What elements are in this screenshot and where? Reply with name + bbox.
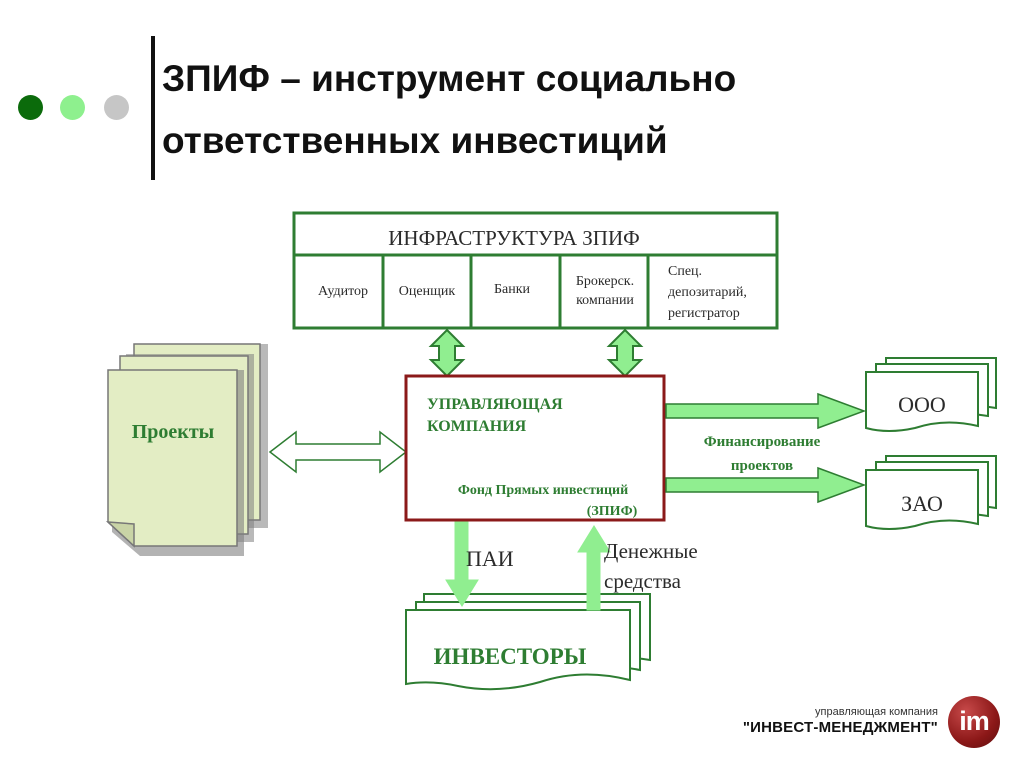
slide-title: ЗПИФ – инструмент социально ответственны… (162, 48, 982, 172)
title-dot-light-green (60, 95, 85, 120)
investors-document (405, 609, 631, 691)
investors-document-stack: ИНВЕСТОРЫ (405, 593, 651, 691)
investors-label: ИНВЕСТОРЫ (434, 644, 587, 669)
arrow-to-ooo (665, 392, 867, 430)
logo-name: "ИНВЕСТ-МЕНЕДЖМЕНТ" (742, 719, 938, 736)
link-arrow-left (428, 328, 466, 378)
money-label-line-1: Денежные (604, 539, 698, 563)
company-logo: управляющая компания "ИНВЕСТ-МЕНЕДЖМЕНТ" (743, 706, 938, 736)
money-label-line-2: средства (604, 569, 682, 593)
logo-caption: управляющая компания (815, 706, 938, 718)
projects-label: Проекты (132, 421, 215, 443)
infrastructure-table: ИНФРАСТРУКТУРА ЗПИФ Аудитор Оценщик Банк… (292, 211, 779, 330)
projects-page-front (107, 369, 238, 547)
management-title-line-2: КОМПАНИЯ (427, 418, 527, 435)
zao-label: ЗАО (901, 491, 943, 516)
slide-title-line-2: ответственных инвестиций (162, 120, 668, 161)
zao-document-stack: ЗАО (865, 455, 997, 530)
title-dot-gray (104, 95, 129, 120)
shares-label: ПАИ (466, 546, 514, 571)
cell-depositary-line-2: депозитарий, (668, 285, 747, 300)
shares-arrow-down (445, 521, 479, 607)
title-dot-dark-green (18, 95, 43, 120)
fund-name-line-1: Фонд Прямых инвестиций (458, 483, 628, 498)
cell-brokers-line-1: Брокерск. (576, 274, 634, 289)
link-arrow-right (606, 328, 644, 378)
management-company-box: УПРАВЛЯЮЩАЯ КОМПАНИЯ Фонд Прямых инвести… (404, 374, 666, 522)
ooo-label: ООО (898, 392, 946, 417)
projects-link-arrow (268, 430, 408, 474)
zao-document (865, 469, 979, 530)
fund-name-line-2: (ЗПИФ) (587, 504, 638, 519)
cell-appraiser: Оценщик (399, 284, 456, 299)
projects-page-fold (105, 521, 135, 548)
slide-title-line-1: ЗПИФ – инструмент социально (162, 58, 737, 99)
ooo-document-stack: ООО (865, 357, 997, 432)
cell-banks: Банки (494, 282, 531, 297)
cell-depositary-line-1: Спец. (668, 264, 702, 279)
financing-label-line-1: Финансирование (704, 434, 821, 450)
projects-stack: Проекты (105, 343, 268, 556)
cell-depositary-line-3: регистратор (668, 306, 740, 321)
infrastructure-header: ИНФРАСТРУКТУРА ЗПИФ (388, 226, 639, 250)
management-title-line-1: УПРАВЛЯЮЩАЯ (427, 396, 563, 413)
cell-brokers-line-2: компании (576, 293, 634, 308)
arrow-to-zao (665, 466, 867, 504)
title-divider (151, 36, 155, 180)
money-arrow-up (577, 525, 611, 611)
management-frame (404, 374, 666, 522)
infrastructure-frame (292, 211, 779, 330)
ooo-document (865, 371, 979, 432)
financing-label-line-2: проектов (731, 458, 793, 474)
cell-auditor: Аудитор (318, 284, 368, 299)
logo-badge-icon: im (948, 696, 1000, 748)
